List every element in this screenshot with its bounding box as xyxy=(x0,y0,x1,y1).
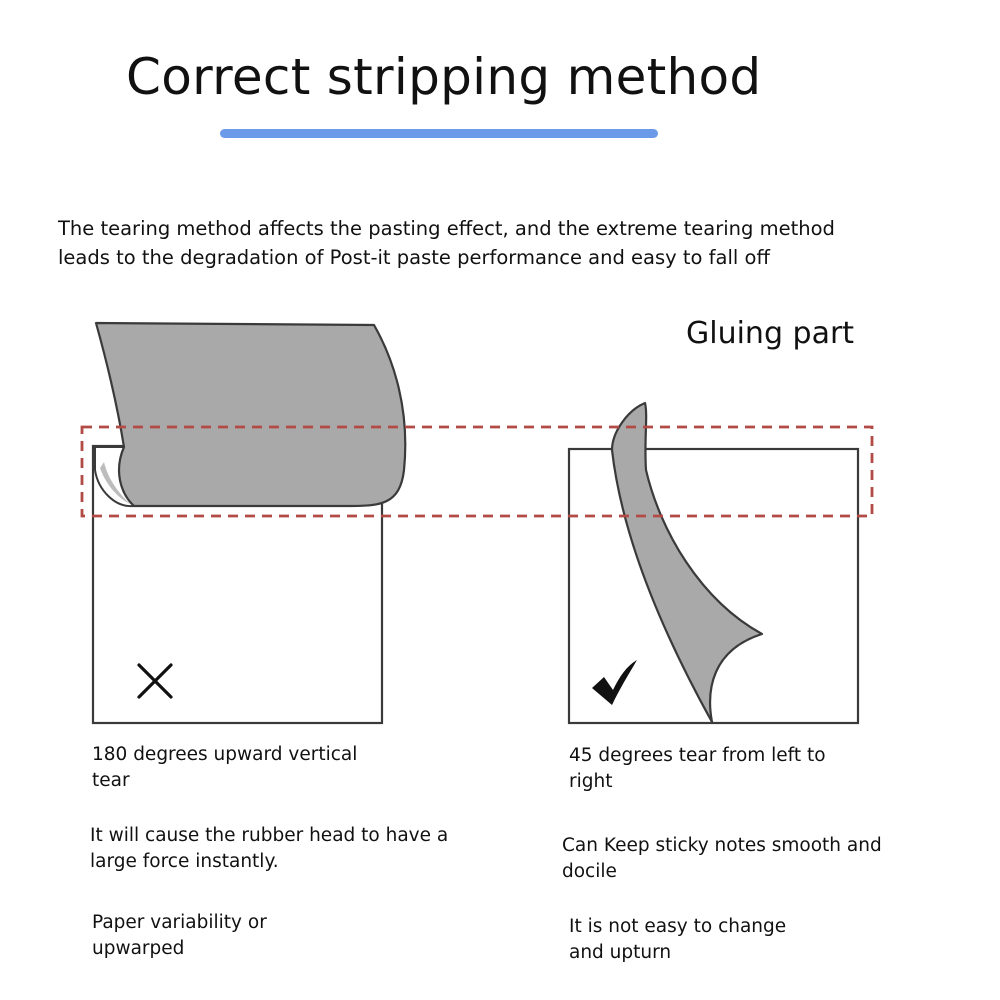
wrong-note-curl-shade xyxy=(100,462,130,504)
gluing-part-label: Gluing part xyxy=(686,316,855,351)
wrong-effect-line-1: It will cause the rubber head to have a xyxy=(90,825,449,846)
correct-effect-caption: Can Keep sticky notes smooth and docile xyxy=(562,833,942,885)
correct-effect-line-2: docile xyxy=(562,861,617,882)
wrong-effect-caption: It will cause the rubber head to have a … xyxy=(90,823,470,875)
correct-result-line-1: It is not easy to change xyxy=(569,916,787,937)
page-title: Correct stripping method xyxy=(126,48,762,106)
correct-method-line-2: right xyxy=(569,771,613,792)
correct-method-caption: 45 degrees tear from left to right xyxy=(569,743,949,795)
wrong-method-line-2: tear xyxy=(92,770,130,791)
intro-text: The tearing method affects the pasting e… xyxy=(58,214,958,272)
correct-method-line-1: 45 degrees tear from left to xyxy=(569,745,826,766)
correct-result-line-2: and upturn xyxy=(569,942,672,963)
title-underline xyxy=(220,129,658,138)
gluing-zone-outline xyxy=(80,425,874,518)
intro-line-1: The tearing method affects the pasting e… xyxy=(58,217,835,240)
correct-result-caption: It is not easy to change and upturn xyxy=(569,914,949,966)
wrong-note-lifted-sheet xyxy=(94,321,407,508)
wrong-method-illustration xyxy=(91,321,407,725)
correct-method-illustration xyxy=(567,401,860,725)
intro-line-2: leads to the degradation of Post-it past… xyxy=(58,246,770,269)
correct-note-peeled-strip xyxy=(610,401,764,724)
wrong-result-line-2: upwarped xyxy=(92,938,185,959)
correct-effect-line-1: Can Keep sticky notes smooth and xyxy=(562,835,882,856)
wrong-method-line-1: 180 degrees upward vertical xyxy=(92,744,358,765)
wrong-result-line-1: Paper variability or xyxy=(92,912,267,933)
check-mark-icon xyxy=(592,660,637,705)
wrong-effect-line-2: large force instantly. xyxy=(90,851,279,872)
wrong-result-caption: Paper variability or upwarped xyxy=(92,910,472,962)
x-mark-icon xyxy=(137,663,173,699)
wrong-method-caption: 180 degrees upward vertical tear xyxy=(92,742,472,794)
